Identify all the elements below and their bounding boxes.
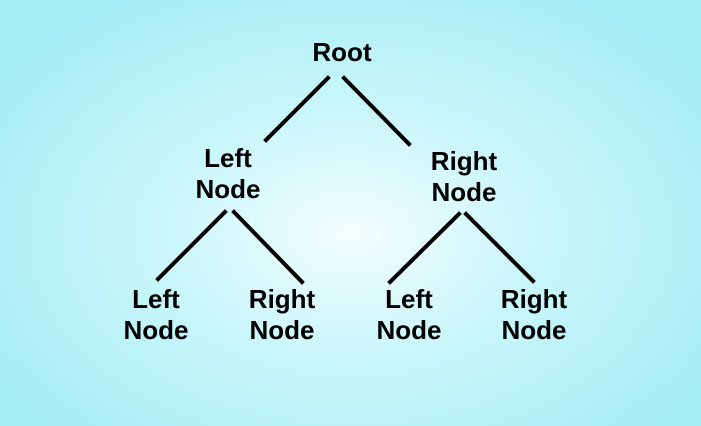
node-right: Right Node [431,146,497,208]
node-right-left-line1: Left [385,284,433,314]
node-left-left: Left Node [124,284,189,346]
node-right-left-line2: Node [376,315,442,345]
node-right-right-line2: Node [501,315,567,345]
edge-left-to-right-child [231,209,305,285]
node-left-line2: Node [195,174,261,204]
node-left-right-line2: Node [249,315,315,345]
node-right-left: Left Node [377,284,442,346]
node-right-line2: Node [431,177,497,207]
node-root-label: Root [312,37,372,67]
node-left-left-line1: Left [132,284,180,314]
node-root: Root [312,37,371,68]
node-left-line1: Left [204,143,252,173]
edge-right-to-right-child [463,211,536,284]
node-left-right: Right Node [249,284,315,346]
node-left-right-line1: Right [248,284,316,314]
node-right-line1: Right [430,146,498,176]
node-left-left-line2: Node [123,315,189,345]
node-right-right: Right Node [501,284,567,346]
edge-root-to-right [341,75,412,147]
edge-right-to-left-child [387,211,462,285]
edge-root-to-left [263,75,331,143]
node-right-right-line1: Right [500,284,568,314]
edge-left-to-left-child [155,209,228,282]
node-left: Left Node [196,143,261,205]
